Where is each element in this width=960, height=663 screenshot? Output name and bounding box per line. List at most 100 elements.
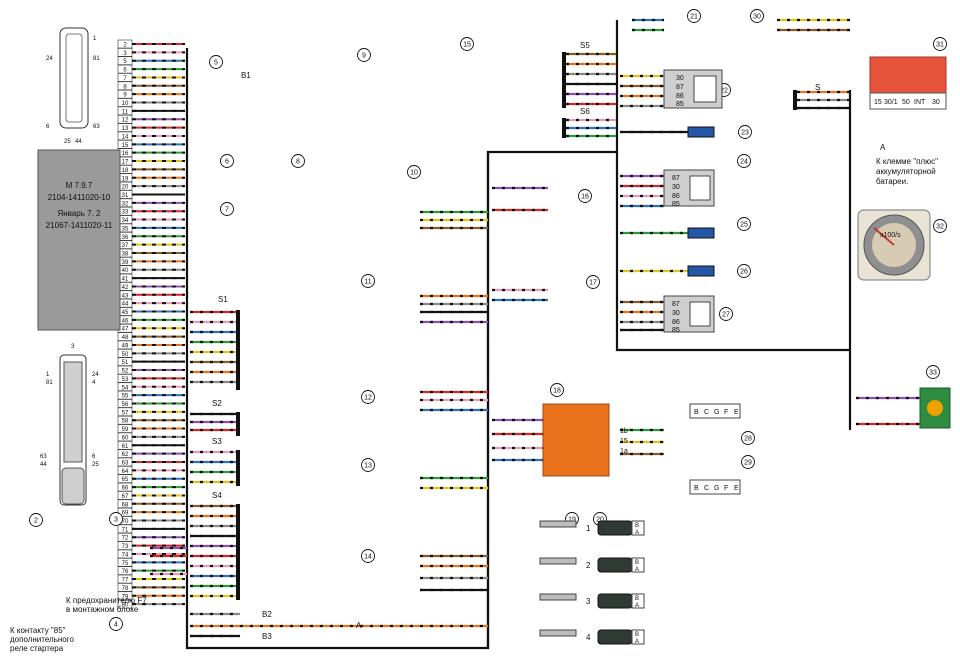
- component-number: 8: [296, 159, 300, 166]
- ecu-pin-label: 74: [122, 552, 129, 558]
- svg-text:6: 6: [92, 454, 96, 460]
- ecu-block: М 7.9.7 2104-1411020-10 Январь 7. 2 2106…: [37, 149, 121, 331]
- ecu-pin-label: 31: [122, 193, 129, 199]
- ecu-pin-label: 71: [122, 527, 129, 533]
- component-marker-circle: [361, 458, 375, 472]
- splice-s6-label: S6: [580, 107, 590, 116]
- ecu-pin-label: 8: [123, 84, 127, 90]
- ecu-pin-label: 66: [122, 486, 129, 492]
- component-number: 19: [568, 517, 576, 524]
- spark-plug: [539, 557, 577, 565]
- ecu-label-1: М 7.9.7: [66, 181, 93, 190]
- ecu-pin-label: 57: [122, 410, 129, 416]
- relay-note-1: К контакту "85": [10, 626, 66, 635]
- ecu-pin-label: 46: [122, 318, 129, 324]
- injector-pin-b: A: [635, 639, 639, 645]
- component-number: 10: [410, 170, 418, 177]
- battery-note-2: аккумуляторной: [876, 167, 936, 176]
- ecu-pin-label: 40: [122, 268, 129, 274]
- svg-text:81: 81: [46, 380, 53, 386]
- component-marker-circle: [209, 55, 223, 69]
- ecu-pin-label: 9: [123, 93, 127, 99]
- component-number: 7: [225, 207, 229, 214]
- ecu-pin-label: 75: [122, 561, 129, 567]
- fuse-note-2: в монтажном блоке: [66, 605, 139, 614]
- battery-note-1: К клемме "плюс": [876, 157, 938, 166]
- component-marker-circle: [750, 9, 764, 23]
- svg-text:E: E: [734, 409, 739, 416]
- svg-text:50: 50: [902, 99, 910, 106]
- tachometer: x100/s: [857, 209, 931, 281]
- injector-pin-b: A: [635, 567, 639, 573]
- ecu-pin-label: 80: [122, 603, 129, 609]
- pin-block-bottom: B C G F E: [689, 479, 741, 495]
- injector-pin-a: B: [635, 632, 639, 638]
- component-marker-circle: [361, 549, 375, 563]
- ecu-pin-label: 53: [122, 377, 129, 383]
- component-number: 4: [114, 622, 118, 629]
- component-marker-circle: [687, 9, 701, 23]
- ecu-pin-label: 76: [122, 569, 129, 575]
- ecu-pin-label: 19: [122, 176, 129, 182]
- ecu-pin-label: 17: [122, 160, 129, 166]
- component-marker-circle: [109, 512, 123, 526]
- relay-22: 30 87 86 85: [663, 69, 723, 109]
- ecu-pin-label: 45: [122, 310, 129, 316]
- injector-pin-a: B: [635, 596, 639, 602]
- component-number: 9: [362, 53, 366, 60]
- svg-text:1b: 1b: [620, 428, 628, 435]
- component-number: 15: [463, 42, 471, 49]
- svg-text:C: C: [704, 409, 709, 416]
- svg-text:B1: B1: [241, 71, 251, 80]
- svg-text:25: 25: [92, 462, 99, 468]
- ecu-pin-label: 72: [122, 536, 129, 542]
- component-marker-circle: [933, 37, 947, 51]
- component-number: 13: [364, 463, 372, 470]
- relay-27: 87 30 86 85: [663, 295, 715, 334]
- ecu-pin-label: 37: [122, 243, 129, 249]
- ecu-pin-label: 33: [122, 210, 129, 216]
- component-number: 22: [720, 88, 728, 95]
- component-number: 31: [936, 42, 944, 49]
- colored-wires: [150, 18, 920, 638]
- ecu-pin-label: 69: [122, 511, 129, 517]
- component-marker-circle: [109, 617, 123, 631]
- component-marker-circle: [737, 154, 751, 168]
- ecu-pin-label: 42: [122, 285, 129, 291]
- ecu-pin-label: 68: [122, 502, 129, 508]
- splice-s2-label: S2: [212, 399, 222, 408]
- component-marker-circle: [220, 154, 234, 168]
- svg-text:30: 30: [932, 99, 940, 106]
- ecu-pin-label: 44: [122, 302, 129, 308]
- relay-24: 87 30 86 85: [663, 169, 715, 208]
- svg-text:A: A: [880, 143, 886, 152]
- ecu-pin-label: 41: [122, 277, 129, 283]
- injector-pin-a: B: [635, 560, 639, 566]
- component-number: 3: [114, 517, 118, 524]
- component-marker-circle: [737, 217, 751, 231]
- ecu-pin-label: 39: [122, 260, 129, 266]
- ecu-pin-label: 11: [122, 109, 129, 115]
- ecu-pin-label: 49: [122, 343, 129, 349]
- component-number: 25: [740, 222, 748, 229]
- component-number: 23: [741, 130, 749, 137]
- ignition-coil: 1b 15 1a: [542, 403, 628, 477]
- injector-body: [597, 520, 633, 536]
- svg-text:86: 86: [672, 319, 680, 326]
- component-marker-circle: [926, 365, 940, 379]
- ecu-pin-label: 59: [122, 427, 129, 433]
- svg-text:87: 87: [672, 301, 680, 308]
- ecu-connector-top: 24 81 1 6 63 25 44: [46, 27, 100, 145]
- svg-text:24: 24: [92, 372, 99, 378]
- injector-plug: [631, 520, 645, 536]
- component-33-box: [919, 387, 951, 429]
- ecu-pin-label: 18: [122, 168, 129, 174]
- injector-number: 1: [586, 524, 591, 533]
- svg-text:85: 85: [676, 101, 684, 108]
- ecu-pin-label: 5: [123, 59, 127, 65]
- svg-text:B: B: [694, 485, 699, 492]
- component-marker-circle: [407, 165, 421, 179]
- component-marker-circle: [460, 37, 474, 51]
- splice-s3-label: S3: [212, 437, 222, 446]
